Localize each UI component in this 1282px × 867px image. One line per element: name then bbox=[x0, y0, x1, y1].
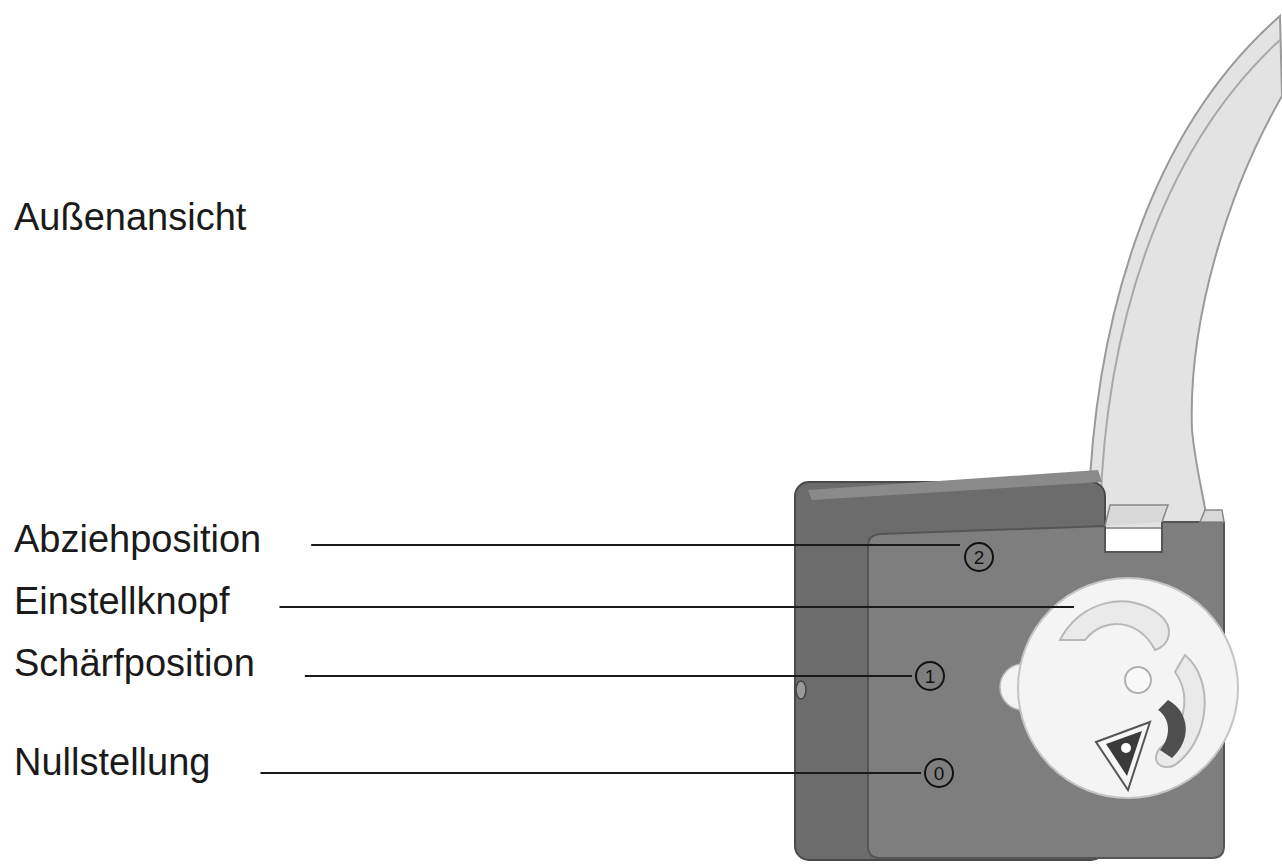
knob-slot bbox=[1158, 700, 1186, 758]
part-label: Nullstellung bbox=[14, 742, 210, 784]
position-number-text: 0 bbox=[934, 764, 945, 783]
blade-slot-right bbox=[1200, 510, 1224, 522]
position-number: 2 bbox=[964, 542, 994, 572]
side-pin bbox=[796, 681, 806, 699]
leader-line bbox=[260, 772, 921, 774]
pointer-dot bbox=[1121, 743, 1131, 753]
knob-grip bbox=[1156, 655, 1205, 767]
position-number: 0 bbox=[924, 758, 954, 788]
position-number-text: 1 bbox=[925, 667, 936, 686]
pointer-window bbox=[1106, 731, 1142, 776]
position-number-text: 2 bbox=[974, 548, 985, 567]
view-title: Außenansicht bbox=[14, 197, 246, 239]
part-label: Einstellknopf bbox=[14, 581, 229, 623]
blade bbox=[1088, 16, 1282, 528]
part-label: Schärfposition bbox=[14, 643, 255, 685]
position-number: 1 bbox=[915, 661, 945, 691]
leader-line bbox=[305, 675, 912, 677]
part-label: Abziehposition bbox=[14, 519, 261, 561]
knob-grip bbox=[1060, 601, 1169, 650]
leader-line bbox=[311, 544, 960, 546]
blade-slot bbox=[1105, 505, 1168, 526]
knob-hub bbox=[1125, 667, 1151, 693]
adjusting-knob bbox=[1018, 578, 1238, 798]
position-pointer bbox=[1096, 722, 1150, 790]
plate-top-edge bbox=[808, 470, 1102, 500]
blade-edge bbox=[1100, 40, 1280, 520]
leader-line bbox=[279, 606, 1074, 608]
